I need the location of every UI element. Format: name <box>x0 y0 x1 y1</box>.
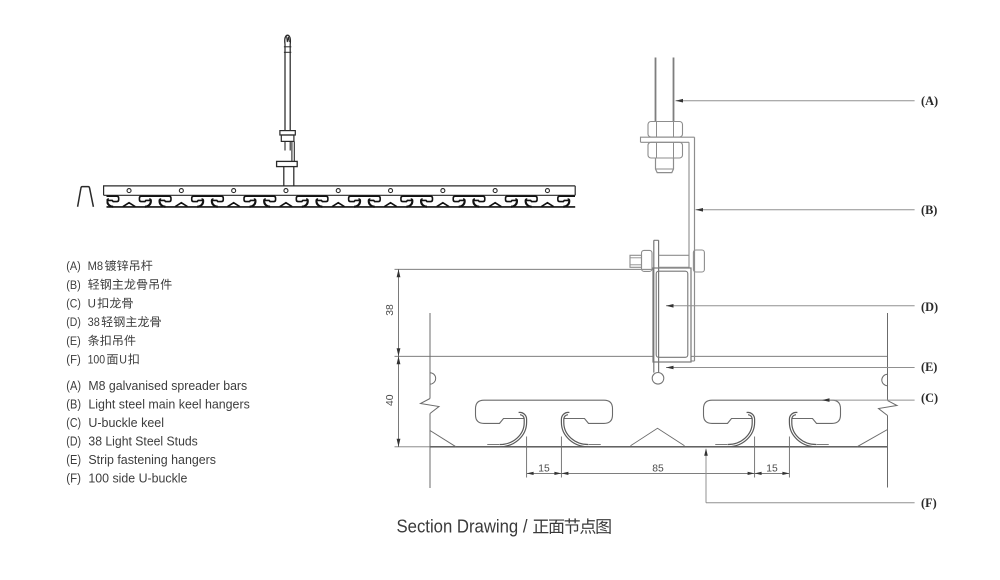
svg-text:Section Drawing /: Section Drawing / <box>397 516 529 537</box>
svg-text:(D): (D) <box>921 300 938 314</box>
svg-text:(C): (C) <box>66 297 81 311</box>
svg-text:(E): (E) <box>921 360 937 374</box>
svg-text:(D): (D) <box>66 434 81 449</box>
svg-text:100: 100 <box>88 353 106 367</box>
svg-text:38 Light Steel Studs: 38 Light Steel Studs <box>88 434 198 449</box>
svg-text:100 side U-buckle: 100 side U-buckle <box>88 471 187 486</box>
svg-text:(F): (F) <box>66 471 81 486</box>
svg-text:M8: M8 <box>88 259 104 273</box>
svg-text:(B): (B) <box>921 203 937 217</box>
svg-text:(E): (E) <box>66 334 81 348</box>
svg-text:(F): (F) <box>921 496 937 510</box>
svg-text:U: U <box>119 353 127 367</box>
svg-text:U: U <box>88 297 96 311</box>
svg-text:U-buckle keel: U-buckle keel <box>88 415 164 430</box>
svg-text:(B): (B) <box>66 278 81 292</box>
svg-text:(E): (E) <box>66 452 81 467</box>
svg-text:(A): (A) <box>66 378 81 393</box>
svg-text:Light steel main keel hangers: Light steel main keel hangers <box>88 397 250 412</box>
svg-text:M8 galvanised spreader bars: M8 galvanised spreader bars <box>88 378 247 393</box>
svg-text:38: 38 <box>385 304 396 316</box>
svg-text:Strip fastening hangers: Strip fastening hangers <box>88 452 216 467</box>
svg-text:(A): (A) <box>66 259 81 273</box>
svg-text:(C): (C) <box>921 391 938 405</box>
svg-text:(B): (B) <box>66 397 81 412</box>
svg-text:(A): (A) <box>921 94 938 108</box>
svg-text:15: 15 <box>766 463 778 474</box>
svg-text:38: 38 <box>88 315 100 329</box>
svg-text:85: 85 <box>652 463 664 474</box>
svg-text:(C): (C) <box>66 415 81 430</box>
svg-text:15: 15 <box>538 463 550 474</box>
svg-text:(F): (F) <box>66 353 81 367</box>
svg-text:40: 40 <box>385 394 396 406</box>
svg-text:(D): (D) <box>66 315 81 329</box>
